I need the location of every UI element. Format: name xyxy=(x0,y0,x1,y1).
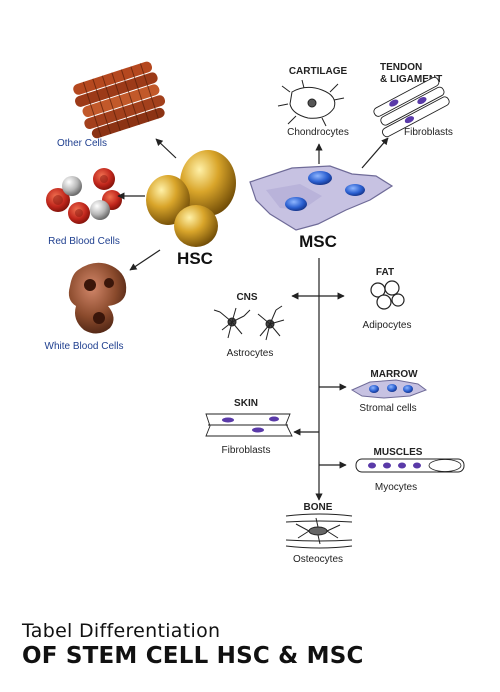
myocyte-icon xyxy=(355,458,465,473)
caption-line-1: Tabel Differentiation xyxy=(22,620,221,642)
skin-fibroblast-icon xyxy=(205,413,293,437)
stem-cell-differentiation-diagram: Other Cells Red Blood Cells White Blood … xyxy=(45,61,465,565)
marrow-title: MARROW xyxy=(370,369,418,380)
cns-title: CNS xyxy=(236,292,257,303)
adipocyte-icon xyxy=(370,280,405,310)
red-blood-cells-label: Red Blood Cells xyxy=(48,236,120,247)
fat-title: FAT xyxy=(376,267,394,278)
bone-title: BONE xyxy=(304,502,333,513)
caption-line-2: OF STEM CELL HSC & MSC xyxy=(22,643,364,669)
hsc-label: HSC xyxy=(177,249,213,268)
adipocytes-label: Adipocytes xyxy=(363,320,412,331)
tendon-fibroblast-icon xyxy=(373,76,450,138)
osteocyte-icon xyxy=(285,513,353,549)
astrocytes-label: Astrocytes xyxy=(227,348,274,359)
myocytes-label: Myocytes xyxy=(375,482,417,493)
msc-label: MSC xyxy=(299,232,337,251)
tendon-fibroblasts-label: Fibroblasts xyxy=(404,127,453,138)
osteocytes-label: Osteocytes xyxy=(293,554,343,565)
stromal-cell-icon xyxy=(350,379,428,399)
cartilage-title: CARTILAGE xyxy=(289,66,348,77)
chondrocyte-icon xyxy=(277,79,345,127)
tendon-title-line2: & LIGAMENT xyxy=(380,74,442,85)
muscles-title: MUSCLES xyxy=(374,447,423,458)
white-blood-cells-label: White Blood Cells xyxy=(45,341,124,352)
hsc-cell-icon xyxy=(146,150,236,247)
white-blood-cells-icon xyxy=(68,262,127,334)
hsc-arrows xyxy=(117,138,177,271)
red-blood-cells-icon xyxy=(46,168,122,224)
skin-title: SKIN xyxy=(234,398,258,409)
stromal-cells-label: Stromal cells xyxy=(359,403,416,414)
msc-branch-arrows xyxy=(291,258,347,501)
chondrocytes-label: Chondrocytes xyxy=(287,127,349,138)
msc-cell-icon xyxy=(249,165,394,231)
other-cells-label: Other Cells xyxy=(57,138,107,149)
caption: Tabel Differentiation OF STEM CELL HSC &… xyxy=(22,620,492,670)
astrocyte-icon xyxy=(213,305,285,341)
muscle-fiber-icon xyxy=(73,61,166,139)
msc-upper-arrows xyxy=(315,137,389,169)
tendon-title-line1: TENDON xyxy=(380,62,422,73)
skin-fibroblasts-label: Fibroblasts xyxy=(222,445,271,456)
